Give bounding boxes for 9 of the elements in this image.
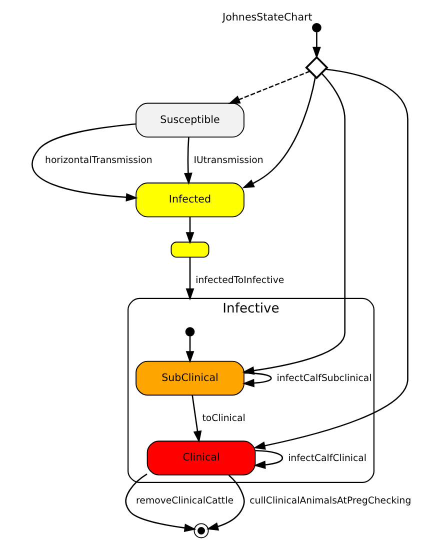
- edge-label: horizontalTransmission: [45, 154, 152, 166]
- edge-label: infectCalfClinical: [288, 452, 367, 464]
- edge-label: infectedToInfective: [196, 274, 284, 286]
- edge-label: cullClinicalAnimalsAtPregChecking: [250, 496, 412, 507]
- edge-label: infectCalfSubclinical: [276, 373, 372, 384]
- edge-label: removeClinicalCattle: [136, 496, 234, 507]
- edge-label: toClinical: [202, 412, 246, 424]
- edge-label: IUtransmission: [194, 154, 264, 166]
- node-label: JohnesStateChart: [222, 11, 312, 24]
